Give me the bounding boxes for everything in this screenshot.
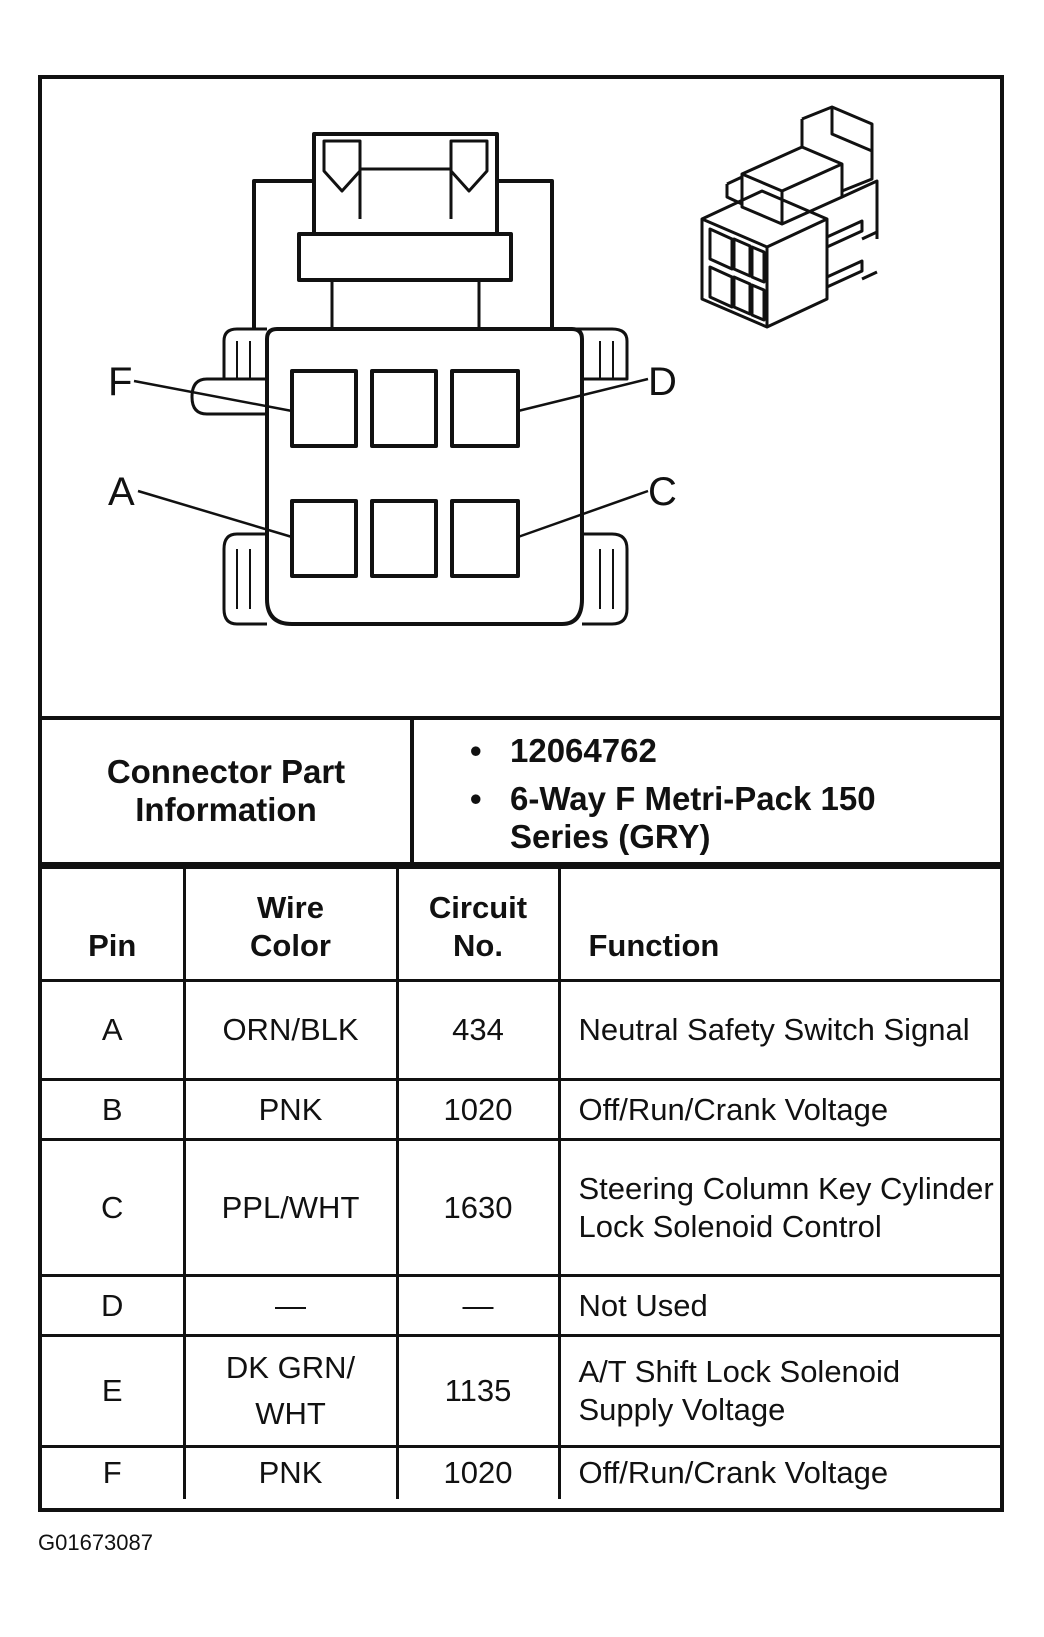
connector-figure-frame: F A D C Connector Part Information • 120… bbox=[38, 75, 1004, 1512]
cell-wire-color: — bbox=[182, 1274, 399, 1337]
figure-id: G01673087 bbox=[38, 1530, 153, 1555]
cell-function: Not Used bbox=[557, 1274, 1000, 1337]
table-row: D — — Not Used bbox=[42, 1274, 1000, 1337]
cell-function: Steering Column Key Cylinder Lock Soleno… bbox=[557, 1138, 1000, 1277]
part-info-values-cell: • 12064762 • 6-Way F Metri-Pack 150 Seri… bbox=[414, 720, 1000, 862]
cell-pin: F bbox=[42, 1445, 186, 1499]
header-circuit-no: Circuit No. bbox=[395, 866, 561, 982]
cell-circuit: 1135 bbox=[395, 1334, 561, 1448]
cell-circuit: — bbox=[395, 1274, 561, 1337]
cell-circuit: 1630 bbox=[395, 1138, 561, 1277]
cell-circuit: 434 bbox=[395, 979, 561, 1081]
cell-function: A/T Shift Lock Solenoid Supply Voltage bbox=[557, 1334, 1000, 1448]
cell-pin: C bbox=[42, 1138, 186, 1277]
cell-wire-color: PNK bbox=[182, 1078, 399, 1141]
bullet-icon: • bbox=[470, 780, 482, 817]
cell-wire-color-text: DK GRN/ WHT bbox=[225, 1350, 356, 1431]
cell-function: Neutral Safety Switch Signal bbox=[557, 979, 1000, 1081]
cell-wire-color: ORN/BLK bbox=[182, 979, 399, 1081]
table-row: F PNK 1020 Off/Run/Crank Voltage bbox=[42, 1445, 1000, 1499]
part-number: 12064762 bbox=[510, 732, 657, 769]
cell-circuit: 1020 bbox=[395, 1445, 561, 1499]
cell-pin: E bbox=[42, 1334, 186, 1448]
header-function: Function bbox=[557, 866, 1000, 982]
header-pin: Pin bbox=[42, 866, 186, 982]
cell-circuit: 1020 bbox=[395, 1078, 561, 1141]
connector-diagram: F A D C bbox=[42, 79, 1000, 720]
pin-label-f: F bbox=[108, 360, 132, 404]
cell-pin: A bbox=[42, 979, 186, 1081]
cell-wire-color: PPL/WHT bbox=[182, 1138, 399, 1277]
connector-type: 6-Way F Metri-Pack 150 Series (GRY) bbox=[510, 780, 876, 855]
table-row: C PPL/WHT 1630 Steering Column Key Cylin… bbox=[42, 1138, 1000, 1277]
part-info-label: Connector Part Information bbox=[106, 753, 346, 828]
header-wire-color-text: Wire Color bbox=[250, 890, 331, 963]
pin-label-c: C bbox=[648, 470, 677, 514]
table-row: A ORN/BLK 434 Neutral Safety Switch Sign… bbox=[42, 979, 1000, 1081]
cell-function: Off/Run/Crank Voltage bbox=[557, 1078, 1000, 1141]
connector-face-drawing: F A D C bbox=[108, 105, 879, 626]
cell-wire-color: DK GRN/ WHT bbox=[182, 1334, 399, 1448]
cell-pin: D bbox=[42, 1274, 186, 1337]
pin-label-a: A bbox=[108, 470, 135, 514]
table-row: E DK GRN/ WHT 1135 A/T Shift Lock Soleno… bbox=[42, 1334, 1000, 1448]
pin-label-d: D bbox=[648, 360, 677, 404]
bullet-icon: • bbox=[470, 732, 482, 769]
header-circuit-text: Circuit No. bbox=[428, 890, 528, 963]
cell-wire-color: PNK bbox=[182, 1445, 399, 1499]
table-header-row: Pin Wire Color Circuit No. Function bbox=[42, 866, 1000, 982]
cell-function: Off/Run/Crank Voltage bbox=[557, 1445, 1000, 1499]
header-wire-color: Wire Color bbox=[182, 866, 399, 982]
table-row: B PNK 1020 Off/Run/Crank Voltage bbox=[42, 1078, 1000, 1141]
cell-pin: B bbox=[42, 1078, 186, 1141]
connector-part-information: Connector Part Information • 12064762 • … bbox=[42, 720, 1000, 866]
part-info-label-cell: Connector Part Information bbox=[42, 720, 414, 862]
pinout-table: Pin Wire Color Circuit No. Function A OR… bbox=[42, 866, 1000, 1499]
